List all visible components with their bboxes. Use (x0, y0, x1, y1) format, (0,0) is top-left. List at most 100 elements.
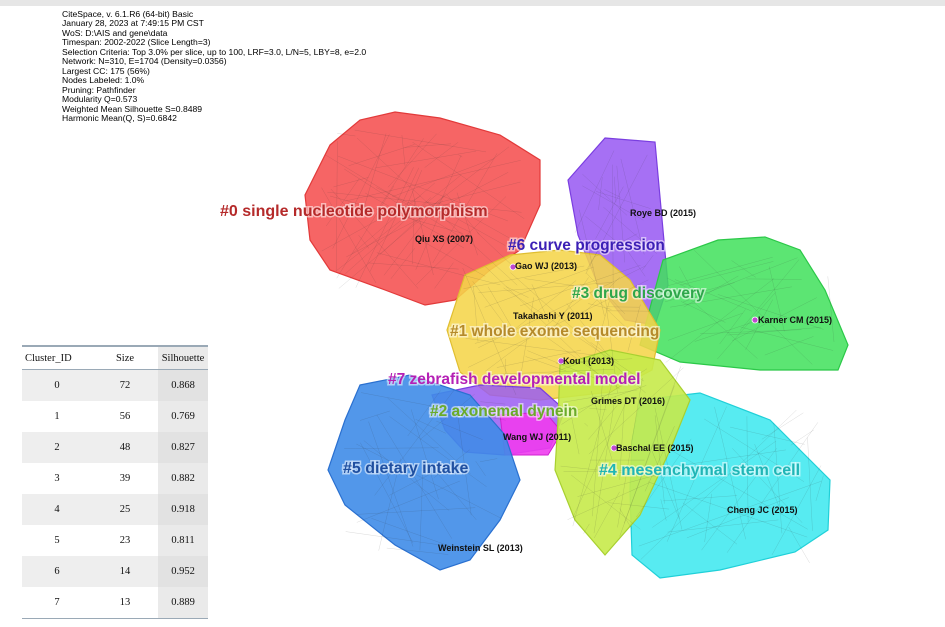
cluster-label-6[interactable]: #6 curve progression (507, 236, 667, 256)
meta-line: Timespan: 2002-2022 (Slice Length=3) (62, 37, 211, 48)
node-label[interactable]: Kou I (2013) (563, 356, 614, 366)
link-line (745, 299, 773, 350)
link-line (588, 367, 684, 455)
cluster-label-3[interactable]: #3 drug discovery (571, 284, 707, 304)
link-line (604, 189, 621, 198)
link-line (468, 279, 649, 368)
node-label[interactable]: Wang WJ (2011) (503, 432, 571, 442)
link-line (704, 418, 805, 482)
node-label[interactable]: Karner CM (2015) (758, 315, 832, 325)
link-line (598, 177, 603, 211)
node-marker-karner[interactable] (751, 316, 759, 324)
node-marker-kou[interactable] (557, 357, 565, 365)
link-line (496, 349, 582, 368)
link-line (485, 266, 602, 379)
link-line (434, 262, 454, 289)
node-marker-gao[interactable] (509, 263, 517, 271)
link-line (379, 195, 444, 256)
link-line (329, 195, 464, 234)
link-line (415, 419, 446, 434)
link-line (714, 406, 746, 540)
node-label[interactable]: Takahashi Y (2011) (513, 311, 593, 321)
link-line (376, 187, 471, 233)
node-marker-baschal[interactable] (610, 444, 618, 452)
cluster-label-4[interactable]: #4 mesenchymal stem cell (598, 461, 802, 481)
link-line (771, 465, 822, 556)
link-line (627, 304, 641, 352)
link-line (572, 403, 626, 519)
link-line (407, 174, 462, 219)
link-line (536, 329, 620, 390)
node-label[interactable]: Grimes DT (2016) (591, 396, 665, 406)
link-line (584, 422, 589, 427)
link-line (344, 168, 424, 220)
col-header-size: Size (92, 345, 158, 370)
link-line (807, 437, 813, 531)
link-line (368, 262, 459, 270)
cluster-label-2[interactable]: #2 axonemal dynein (429, 402, 579, 422)
link-line (437, 155, 462, 209)
meta-line: Largest CC: 175 (56%) (62, 65, 150, 76)
link-line (487, 286, 513, 329)
link-line (731, 297, 817, 342)
cluster-hull-3 (639, 236, 849, 371)
col-header-cluster-id: Cluster_ID (22, 345, 92, 370)
cluster-label-5[interactable]: #5 dietary intake (342, 459, 471, 479)
link-line (482, 369, 614, 376)
cluster-label-1[interactable]: #1 whole exome sequencing (449, 322, 661, 342)
link-line (662, 495, 738, 502)
node-label[interactable]: Weinstein SL (2013) (438, 543, 523, 553)
link-line (401, 135, 406, 166)
link-line (571, 474, 641, 530)
cell-silhouette: 0.868 (158, 369, 208, 401)
link-line (375, 150, 477, 169)
link-line (330, 188, 419, 289)
link-line (683, 257, 798, 303)
meta-line: January 28, 2023 at 7:49:15 PM CST (62, 18, 204, 29)
link-line (572, 376, 614, 527)
link-line (827, 276, 835, 342)
link-line (336, 185, 395, 279)
node-label[interactable]: Qiu XS (2007) (415, 234, 473, 244)
link-line (754, 444, 783, 515)
link-line (356, 443, 502, 519)
cluster-label-0[interactable]: #0 single nucleotide polymorphism (219, 202, 490, 222)
link-line (424, 142, 459, 168)
link-line (582, 185, 644, 221)
link-line (458, 209, 511, 239)
link-line (337, 133, 356, 137)
link-line (815, 475, 824, 501)
link-line (361, 392, 506, 421)
link-line (588, 405, 618, 440)
link-line (654, 415, 665, 504)
link-line (389, 472, 433, 496)
link-line (567, 482, 649, 520)
link-line (647, 481, 808, 538)
link-line (594, 233, 638, 258)
link-line (327, 191, 522, 213)
link-line (378, 138, 424, 209)
link-line (392, 158, 495, 197)
link-line (432, 153, 498, 264)
link-line (472, 281, 508, 328)
node-label[interactable]: Baschal EE (2015) (616, 443, 694, 453)
link-line (356, 507, 476, 515)
link-line (458, 154, 463, 158)
node-label[interactable]: Roye BD (2015) (630, 208, 696, 218)
link-line (585, 154, 648, 274)
node-label[interactable]: Cheng JC (2015) (727, 505, 798, 515)
cluster-label-7[interactable]: #7 zebrafish developmental model (387, 370, 642, 390)
link-line (566, 303, 615, 363)
link-line (344, 447, 439, 449)
link-line (612, 164, 614, 297)
node-label[interactable]: Gao WJ (2013) (515, 261, 577, 271)
link-line (761, 412, 804, 440)
link-line (478, 282, 613, 293)
link-line (768, 266, 785, 332)
link-line (378, 458, 401, 551)
link-line (726, 422, 819, 553)
link-line (404, 143, 452, 148)
link-line (527, 350, 596, 379)
table-row: 6 14 0.952 (22, 556, 208, 587)
